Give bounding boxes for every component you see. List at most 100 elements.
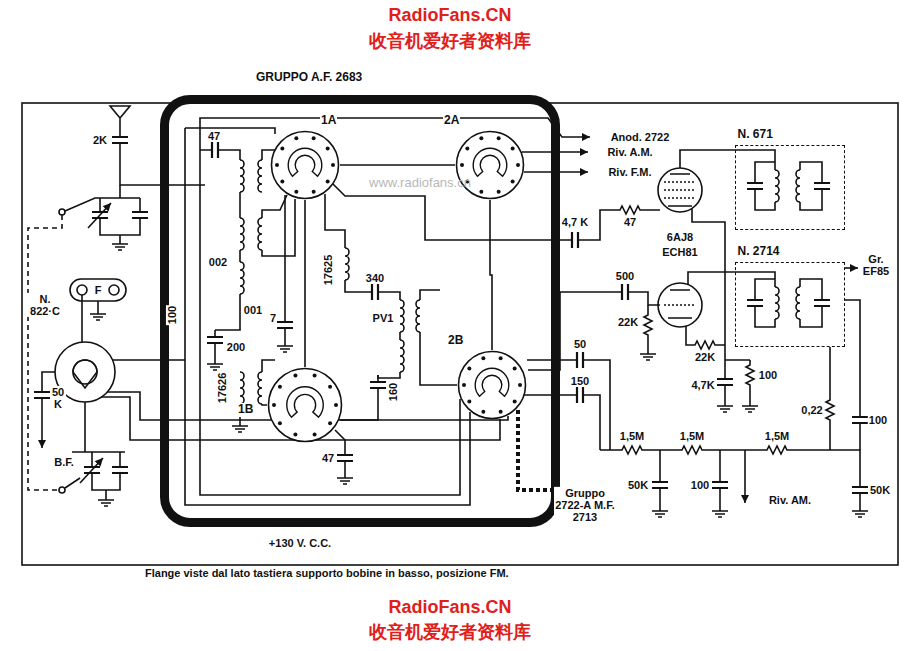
switch-wafer (80, 458, 103, 483)
rf-group-wiring (400, 340, 404, 372)
detector-network (660, 450, 720, 505)
if-transformer (814, 293, 830, 313)
wafer-contact (481, 410, 485, 414)
rf-group-wiring (337, 472, 353, 484)
input-connector (90, 308, 106, 320)
if-transformer (775, 287, 779, 319)
component-value: 1,5M (764, 430, 790, 442)
wafer-disc (269, 369, 342, 442)
rf-group-wiring (365, 284, 385, 300)
rf-group-wiring (215, 294, 240, 330)
tube-type: ECH81 (661, 246, 698, 258)
wafer-contact (460, 163, 464, 167)
watermark: 收音机爱好者资料库 (368, 623, 532, 643)
detector-network (826, 395, 834, 425)
detector-network (600, 450, 860, 480)
coil-number: 17625 (322, 254, 334, 287)
switch-wafer (73, 360, 97, 388)
detector-network (617, 446, 647, 454)
wafer-contact (513, 367, 517, 371)
switch-wafer (59, 487, 65, 493)
wafer-rotor (287, 387, 323, 417)
switch-wafer: 2B (457, 350, 527, 420)
detector-network (859, 500, 861, 505)
wafer-contact (479, 190, 483, 194)
rf-group-wiring (340, 395, 378, 420)
tube-stage (585, 210, 660, 240)
rf-group-wiring (240, 262, 244, 294)
if-transformer (755, 279, 822, 327)
component-value: 001 (243, 304, 263, 316)
component-value: 100 (690, 479, 710, 491)
signal-name: Anod. 2722 (610, 131, 671, 143)
rf-group-wiring (239, 192, 241, 218)
antenna-input (88, 203, 111, 228)
caption: Flange viste dal lato tastiera supporto … (145, 567, 509, 579)
rf-group-wiring (240, 160, 244, 192)
switch-wafer (65, 478, 80, 488)
wafer-contact (293, 374, 297, 378)
switch-wafer (42, 372, 55, 385)
part-name: N. 822·C (27, 293, 63, 317)
component-value: 500 (615, 270, 635, 282)
wafer-contact (331, 163, 335, 167)
wafer-contact (294, 190, 298, 194)
node-heading: 2B (447, 334, 464, 348)
rf-group-wiring (239, 250, 241, 262)
tube-stage (570, 352, 590, 368)
input-connector (81, 295, 83, 342)
input-connector (97, 301, 99, 308)
wafer-contact (328, 385, 332, 389)
switch-wafer (72, 402, 125, 460)
component-value: 22K (694, 351, 716, 363)
part-name: Gruppo 2722-A M.F. 2713 (554, 487, 616, 523)
component-value: 002 (208, 256, 228, 268)
rf-group-outline: GRUPPO A.F. 26831A2A1B2B (160, 95, 560, 527)
rf-group-wiring (207, 358, 223, 370)
rf-group-wiring (284, 195, 286, 315)
antenna-input (65, 198, 100, 211)
frame (22, 103, 898, 565)
component-value: 47 (623, 216, 637, 228)
watermark: 收音机爱好者资料库 (368, 32, 532, 52)
wafer-contact (313, 374, 317, 378)
tube-stage (690, 341, 720, 349)
rf-group-wiring (240, 218, 244, 250)
switch-wafer (41, 405, 43, 448)
signal-name: B.F. (53, 456, 75, 468)
tube-stage (717, 400, 733, 412)
detector-network (852, 480, 868, 500)
wafer-outline (267, 367, 343, 443)
tube-stage (746, 360, 754, 390)
rf-group-wiring (284, 335, 286, 340)
wafer-contact (497, 190, 501, 194)
component-value: 150 (570, 375, 590, 387)
rf-group-wiring (185, 118, 590, 505)
watermark: RadioFans.CN (387, 598, 512, 618)
component-value: 4,7K (690, 379, 715, 391)
wafer-contact (467, 399, 471, 403)
signal-name: Riv. F.M. (607, 166, 652, 178)
antenna-input (59, 209, 65, 215)
node-heading: 1A (320, 114, 337, 128)
detector-network (652, 475, 668, 495)
switch-wafer (112, 460, 128, 480)
if-transformer (775, 170, 779, 202)
component-value: 100 (166, 305, 178, 325)
rf-group-wiring (399, 332, 401, 340)
signal-name: Riv. A.M. (606, 146, 653, 158)
signal-name: Riv. AM. (768, 494, 812, 506)
watermark: RadioFans.CN (387, 6, 512, 26)
detector-network (852, 505, 868, 517)
wafer-rotor (288, 148, 322, 176)
rf-group-wiring (370, 375, 386, 395)
tube-stage (644, 310, 652, 340)
wafer-contact (312, 136, 316, 140)
switch-wafer (34, 385, 50, 405)
wafer-contact (326, 147, 330, 151)
tube-stage (640, 348, 656, 360)
rf-group-wiring (258, 372, 262, 404)
supply-voltage: +130 V. C.C. (268, 537, 332, 549)
node-heading: N. 2714 (737, 245, 781, 259)
wafer-contact (462, 383, 466, 387)
